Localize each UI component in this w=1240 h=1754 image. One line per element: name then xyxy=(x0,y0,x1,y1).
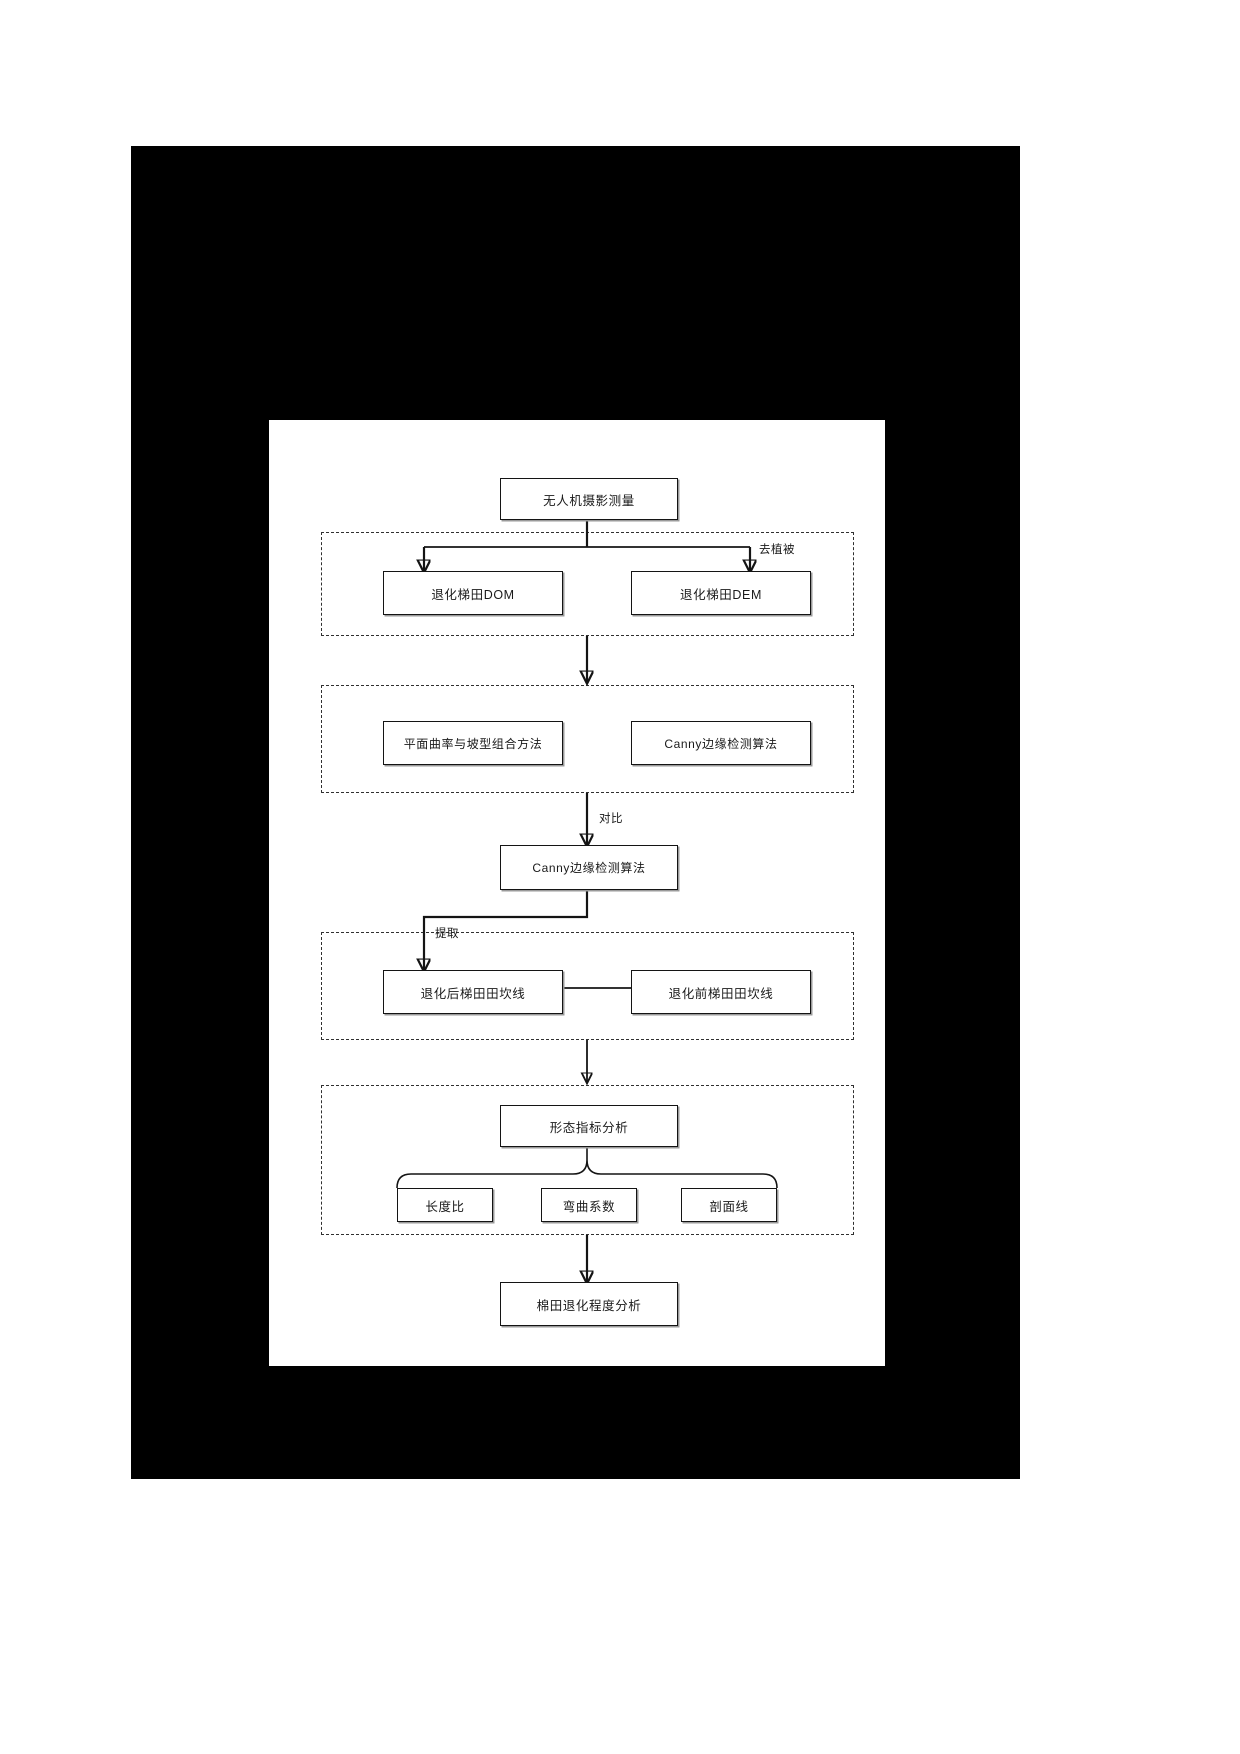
edge-label-devegetation: 去植被 xyxy=(759,544,795,556)
flowchart-canvas: 无人机摄影测量 退化梯田DOM 退化梯田DEM 平面曲率与坡型组合方法 Cann… xyxy=(269,420,885,1366)
node-ridge-line-after[interactable]: 退化后梯田田坎线 xyxy=(383,970,563,1014)
node-degraded-terrace-dom[interactable]: 退化梯田DOM xyxy=(383,571,563,615)
node-length-ratio[interactable]: 长度比 xyxy=(397,1188,493,1222)
edge-label-compare: 对比 xyxy=(599,813,623,825)
node-canny-edge-detection-main[interactable]: Canny边缘检测算法 xyxy=(500,845,678,890)
node-canny-edge-detection-right[interactable]: Canny边缘检测算法 xyxy=(631,721,811,765)
node-bend-coefficient[interactable]: 弯曲系数 xyxy=(541,1188,637,1222)
node-curvature-slope-method[interactable]: 平面曲率与坡型组合方法 xyxy=(383,721,563,765)
node-uav-photogrammetry[interactable]: 无人机摄影测量 xyxy=(500,478,678,520)
edge-label-extract: 提取 xyxy=(435,928,459,940)
group-morphology xyxy=(321,1085,854,1235)
node-ridge-line-before[interactable]: 退化前梯田田坎线 xyxy=(631,970,811,1014)
node-profile-line[interactable]: 剖面线 xyxy=(681,1188,777,1222)
node-degraded-terrace-dem[interactable]: 退化梯田DEM xyxy=(631,571,811,615)
diagram-panel: 无人机摄影测量 退化梯田DOM 退化梯田DEM 平面曲率与坡型组合方法 Cann… xyxy=(269,420,885,1366)
node-terrace-degradation-analysis[interactable]: 棉田退化程度分析 xyxy=(500,1282,678,1326)
node-morphology-index-analysis[interactable]: 形态指标分析 xyxy=(500,1105,678,1147)
